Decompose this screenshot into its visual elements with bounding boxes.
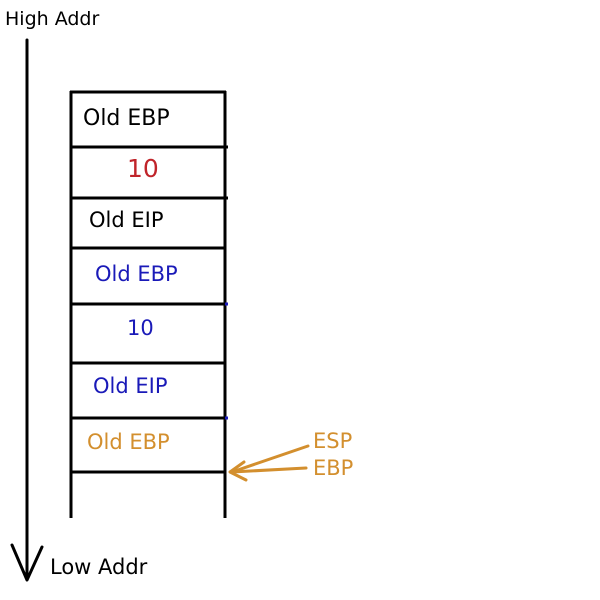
esp-pointer-line: [230, 444, 310, 474]
address-axis-arrowhead: [10, 543, 44, 582]
stack-cell-text: Old EBP: [83, 106, 170, 131]
stack-cell-text: 10: [127, 316, 154, 340]
ebp-pointer-line: [230, 466, 308, 474]
stack-cell-text: Old EBP: [87, 430, 170, 454]
high-address-label: High Addr: [5, 8, 100, 30]
pointer-arrowhead: [228, 460, 248, 482]
esp-label: ESP: [313, 429, 353, 453]
stack-cell-text: Old EIP: [89, 208, 164, 232]
low-address-label: Low Addr: [50, 555, 148, 579]
ebp-label: EBP: [313, 456, 354, 480]
stack-cell-text: 10: [127, 154, 159, 183]
stack-cell-text: Old EBP: [95, 262, 178, 286]
stack-cell-text: Old EIP: [93, 374, 168, 398]
